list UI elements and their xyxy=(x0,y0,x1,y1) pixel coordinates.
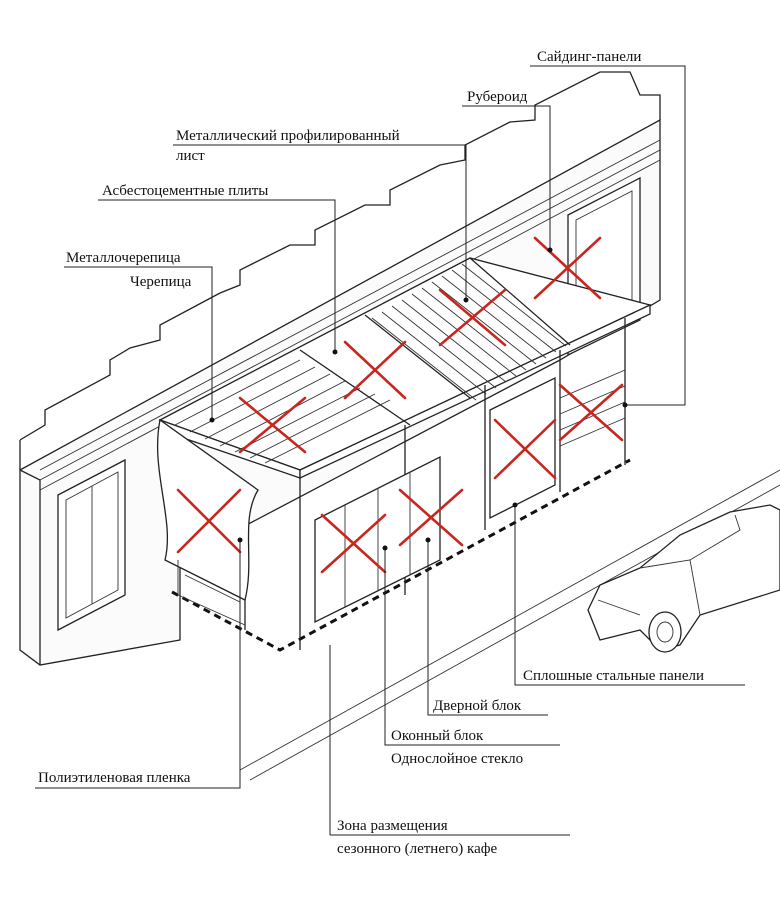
car-illustration xyxy=(587,504,780,653)
cross-window xyxy=(320,513,387,574)
label-door-block: Дверной блок xyxy=(433,698,522,714)
label-ruberoid: Рубероид xyxy=(467,89,528,105)
cross-siding xyxy=(558,383,624,442)
label-asbestos: Асбестоцементные плиты xyxy=(102,183,268,199)
cross-steel-panels xyxy=(493,418,557,480)
prohibited-marks xyxy=(176,236,624,574)
label-profiled-sheet-2: лист xyxy=(176,148,205,164)
cross-asbestos xyxy=(343,340,407,400)
label-zone-1: Зона размещения xyxy=(337,818,448,834)
label-steel-panels: Сплошные стальные панели xyxy=(523,668,704,684)
label-zone-2: сезонного (летнего) кафе xyxy=(337,841,497,857)
label-tile: Черепица xyxy=(130,274,192,290)
label-window-block: Оконный блок xyxy=(391,728,484,744)
labels: Сайдинг-панели Рубероид Металлический пр… xyxy=(38,49,704,857)
label-siding: Сайдинг-панели xyxy=(537,49,641,65)
label-profiled-sheet-1: Металлический профилированный xyxy=(176,128,400,144)
cross-polyethylene xyxy=(176,488,242,554)
label-metal-tile: Металлочерепица xyxy=(66,250,181,266)
label-single-glass: Однослойное стекло xyxy=(391,751,523,767)
cross-tile xyxy=(238,396,307,454)
cross-ruberoid xyxy=(533,236,602,300)
label-polyethylene: Полиэтиленовая пленка xyxy=(38,770,191,786)
cross-profiled-sheet xyxy=(438,288,507,347)
cross-door xyxy=(398,488,464,547)
leader-lines xyxy=(35,65,745,836)
cafe-structure xyxy=(156,257,652,650)
